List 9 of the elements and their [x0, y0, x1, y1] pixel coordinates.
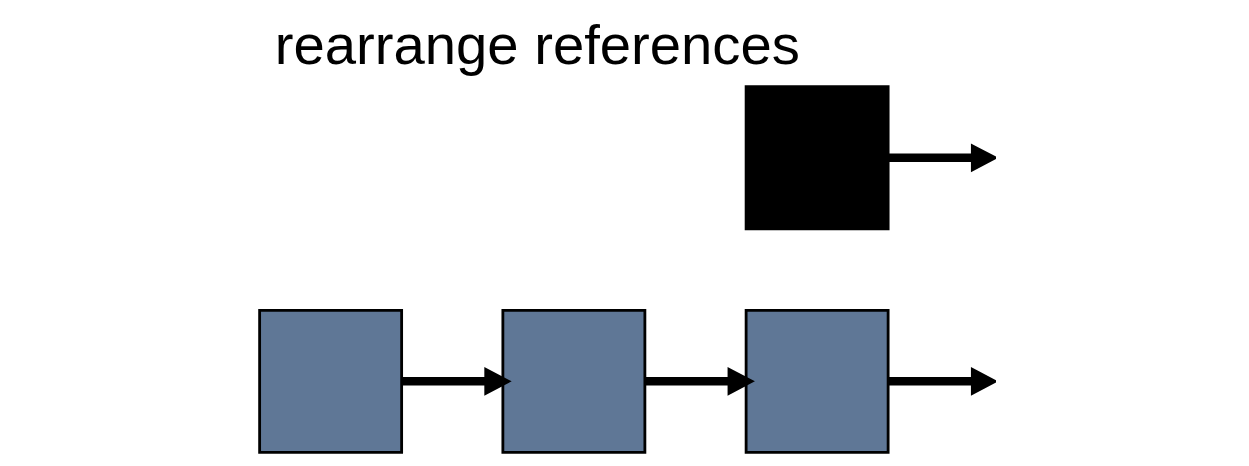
node-box [257, 308, 403, 454]
node-box [500, 308, 646, 454]
arrow [888, 366, 996, 396]
arrow [644, 366, 755, 396]
node-box [744, 308, 890, 454]
arrow [888, 143, 996, 173]
arrow [401, 366, 512, 396]
node-box [744, 85, 890, 231]
diagram-title: rearrange references [274, 13, 800, 77]
